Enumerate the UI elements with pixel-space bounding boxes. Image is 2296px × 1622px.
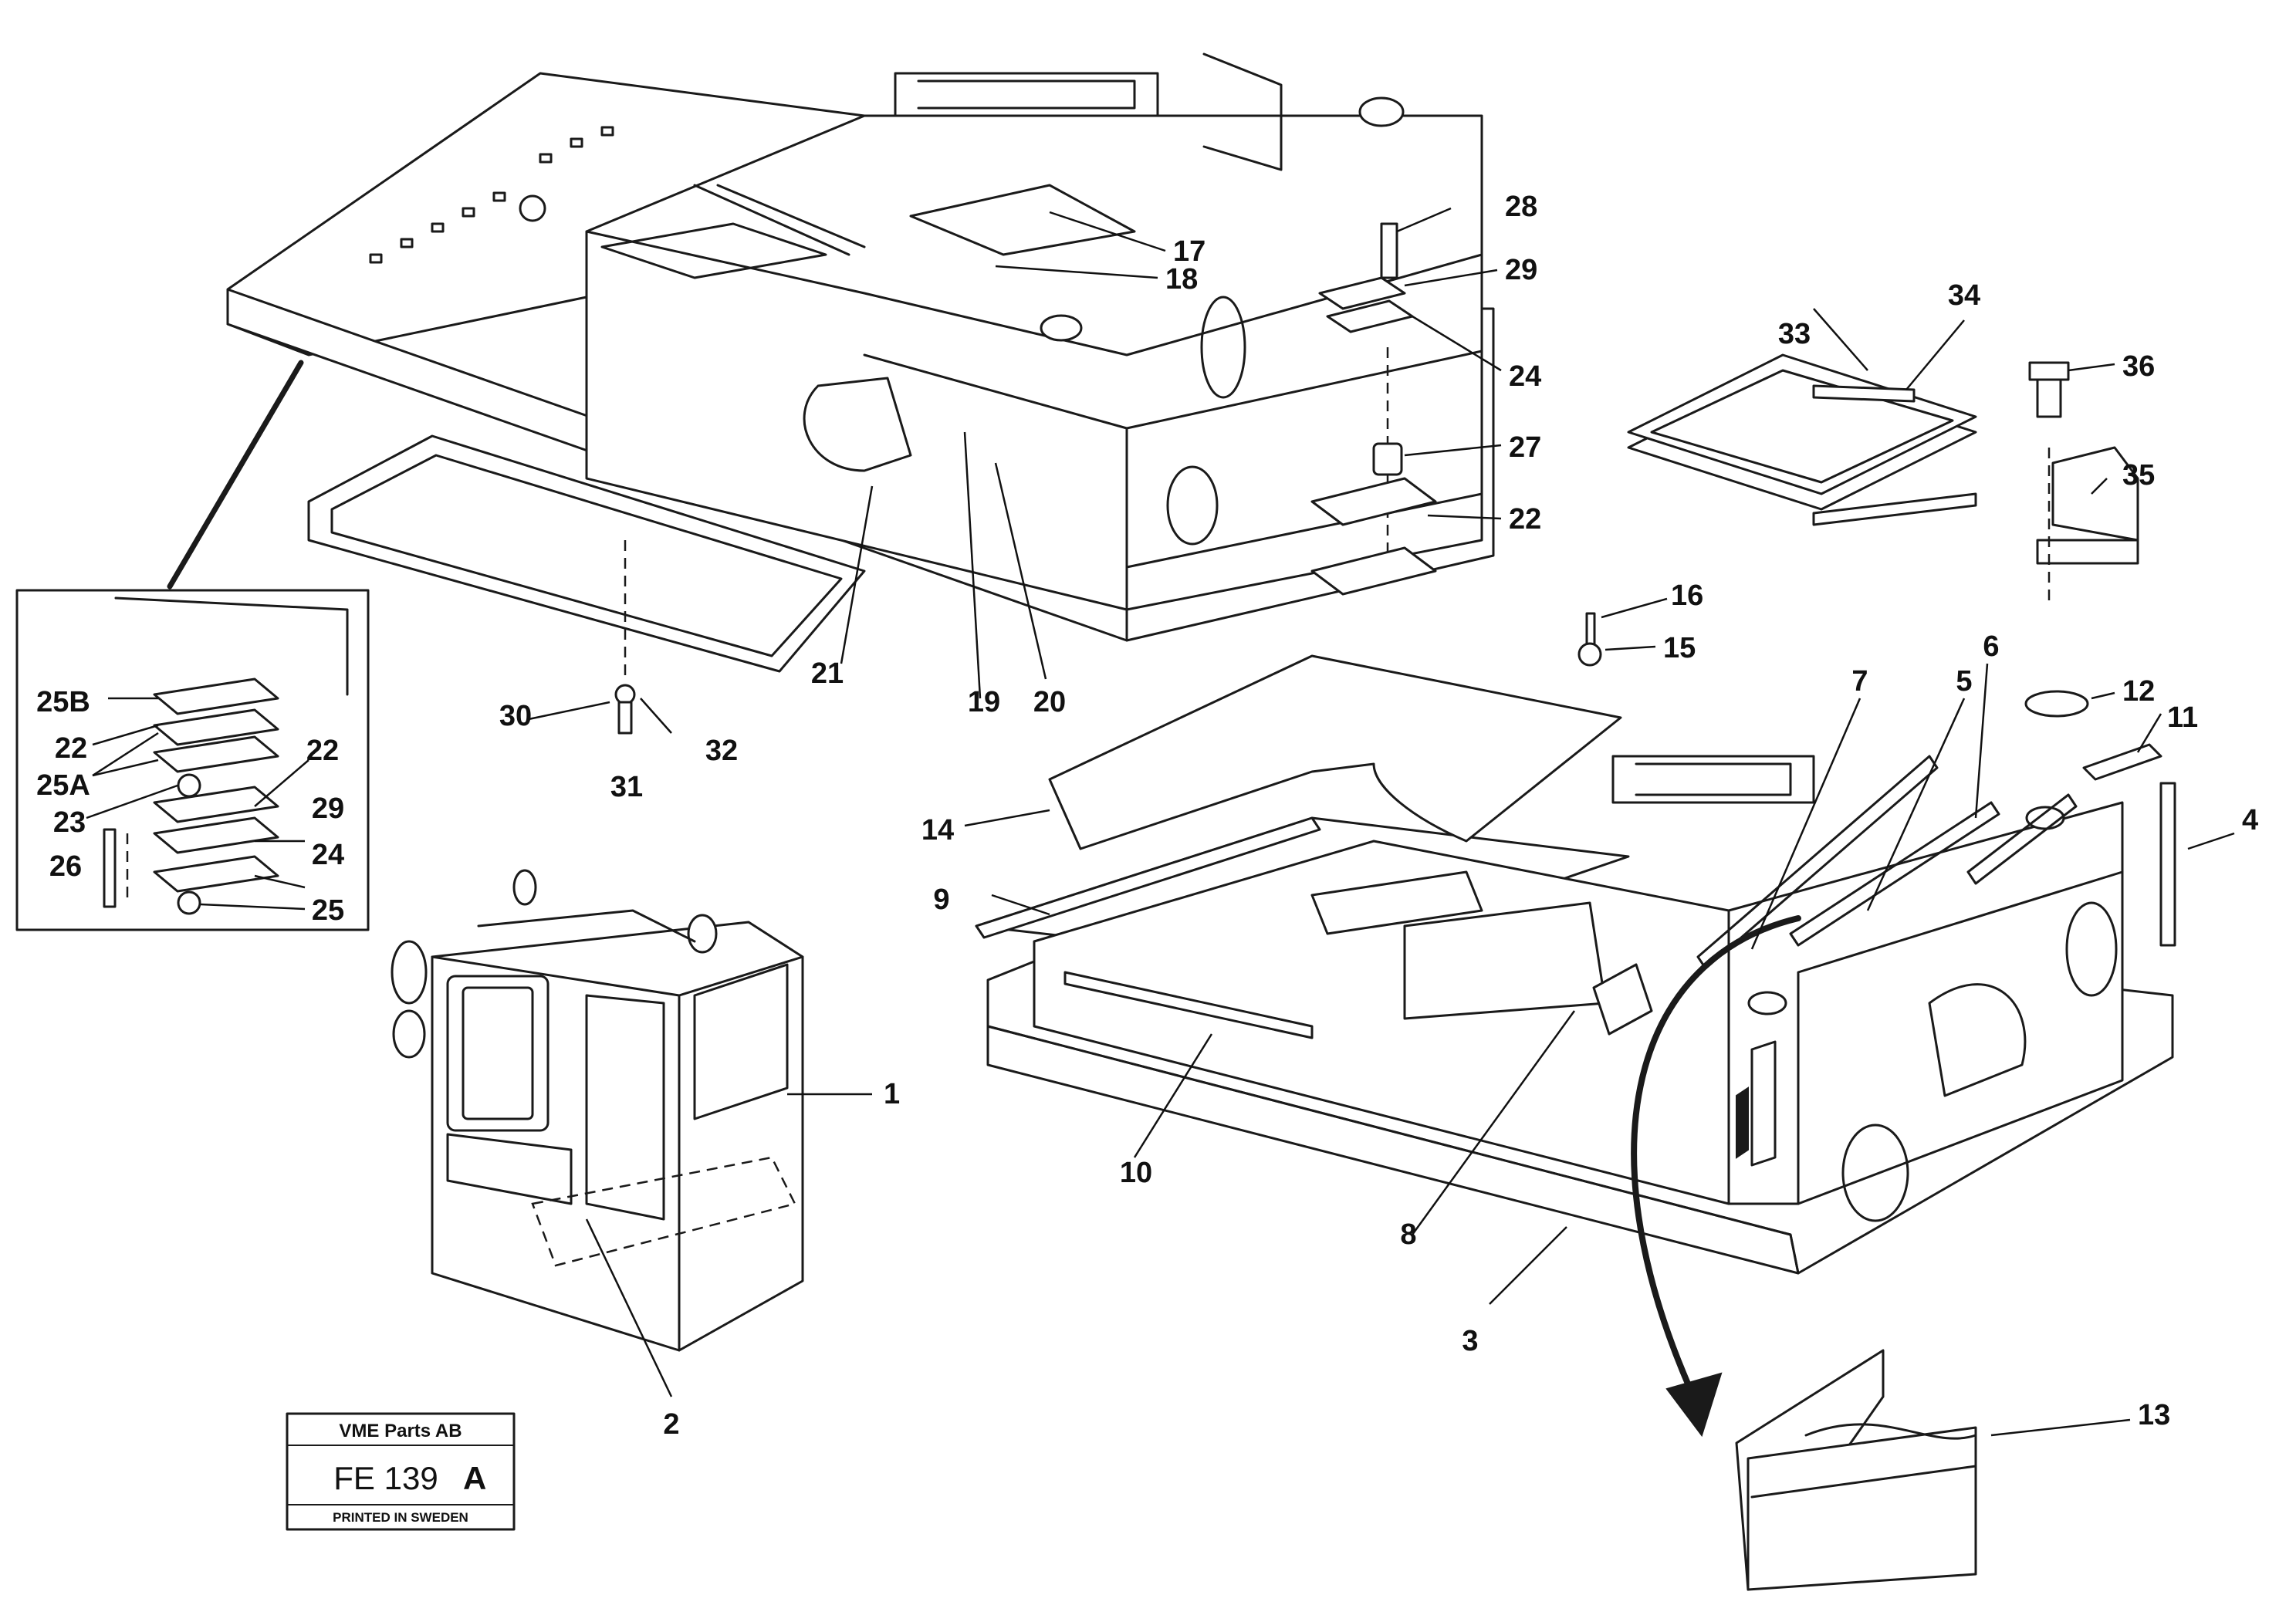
stamp-revision: A <box>463 1460 486 1496</box>
callout-24-inset: 24 <box>312 839 344 871</box>
callout-11: 11 <box>2167 701 2198 734</box>
callout-30: 30 <box>499 700 532 732</box>
detail-inset <box>15 589 370 931</box>
upper-frame-assembly <box>167 52 1495 735</box>
callout-10: 10 <box>1120 1157 1152 1189</box>
callout-34: 34 <box>1948 279 1980 312</box>
callout-5: 5 <box>1956 665 1972 698</box>
callout-leaders <box>86 207 2235 1437</box>
callout-9: 9 <box>933 884 949 916</box>
callout-18: 18 <box>1165 263 1198 296</box>
callout-32: 32 <box>705 735 738 767</box>
callout-33: 33 <box>1778 318 1811 350</box>
callout-17: 17 <box>1173 235 1205 268</box>
stamp-printed: PRINTED IN SWEDEN <box>333 1510 468 1525</box>
callout-16: 16 <box>1671 580 1703 612</box>
callout-22-inset-right: 22 <box>306 735 339 767</box>
callout-3: 3 <box>1462 1325 1478 1357</box>
callout-8: 8 <box>1400 1218 1416 1251</box>
callout-29-frame: 29 <box>1505 254 1537 286</box>
callout-25B: 25B <box>36 686 90 718</box>
operator-cab <box>391 869 804 1352</box>
callout-35: 35 <box>2122 459 2155 492</box>
callout-29-inset: 29 <box>312 792 344 825</box>
deck-slots <box>369 126 614 264</box>
callout-14: 14 <box>921 814 954 846</box>
callout-27: 27 <box>1509 431 1541 464</box>
callout-26: 26 <box>49 850 82 883</box>
small-parts-right <box>1627 353 2139 602</box>
callout-23: 23 <box>53 806 86 839</box>
callout-31: 31 <box>610 771 643 803</box>
callout-24-frame: 24 <box>1509 360 1541 393</box>
callout-2: 2 <box>663 1408 679 1441</box>
callout-22-inset-top: 22 <box>55 732 87 765</box>
callout-25A: 25A <box>36 769 90 802</box>
callout-28: 28 <box>1505 191 1537 223</box>
lower-frame-assembly <box>975 612 2176 1438</box>
document-stamp: VME Parts AB FE 139 A PRINTED IN SWEDEN <box>286 1412 516 1531</box>
callout-12: 12 <box>2122 675 2155 708</box>
stamp-company: VME Parts AB <box>339 1421 462 1441</box>
callout-1: 1 <box>884 1078 900 1110</box>
callout-labels: 1 2 3 4 5 6 7 8 9 10 11 12 13 14 15 16 1… <box>36 191 2258 1441</box>
callout-25: 25 <box>312 894 344 927</box>
callout-13: 13 <box>2138 1399 2170 1431</box>
callout-21: 21 <box>811 657 844 690</box>
callout-19: 19 <box>968 686 1000 718</box>
callout-22-frame: 22 <box>1509 503 1541 536</box>
callout-4: 4 <box>2242 804 2258 836</box>
callout-6: 6 <box>1983 630 1999 663</box>
callout-15: 15 <box>1663 632 1696 664</box>
callout-7: 7 <box>1851 665 1868 698</box>
tool-box-13 <box>1735 1349 1977 1591</box>
stamp-code: FE 139 <box>333 1460 438 1496</box>
floor-plate-30 <box>307 434 866 673</box>
callout-36: 36 <box>2122 350 2155 383</box>
callout-20: 20 <box>1033 686 1066 718</box>
